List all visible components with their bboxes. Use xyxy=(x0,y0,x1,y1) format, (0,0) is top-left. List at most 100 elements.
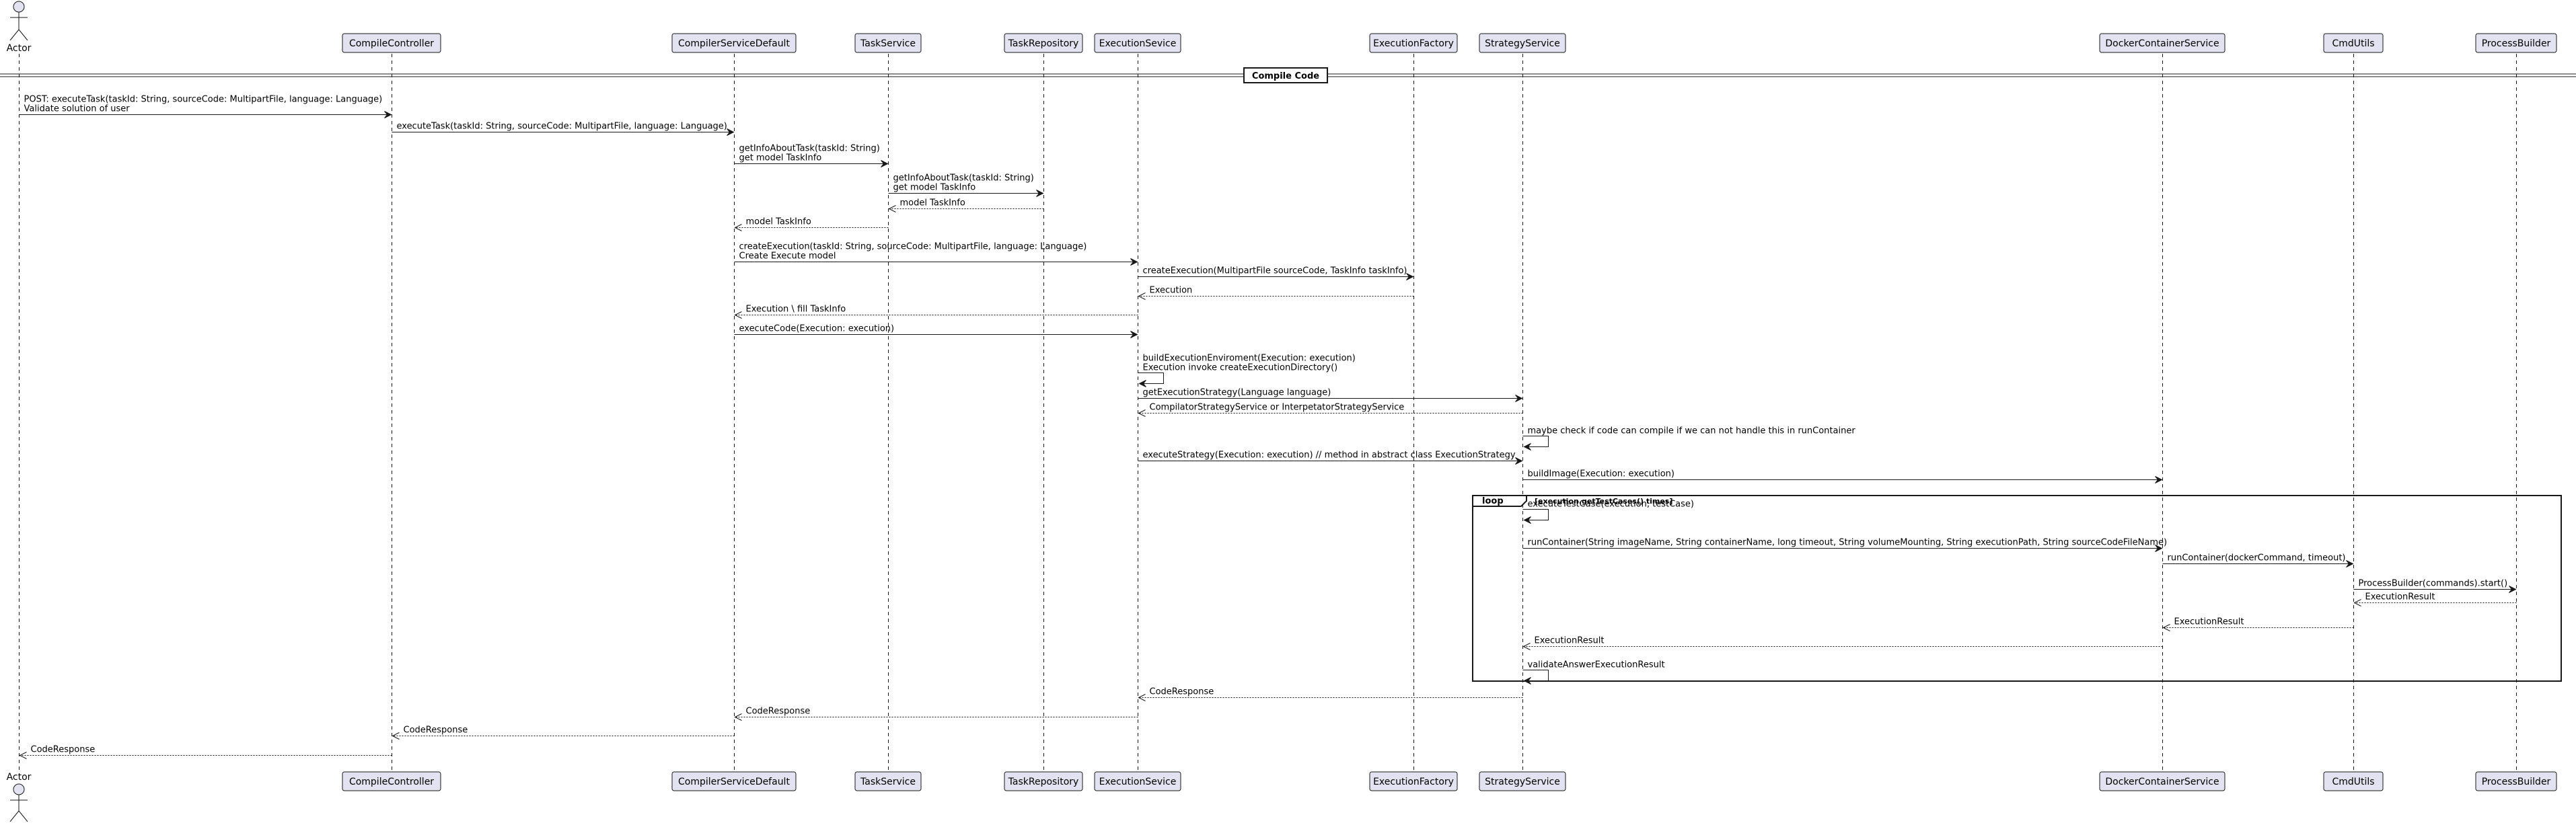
participant-box-pb-top xyxy=(2475,33,2557,53)
message-label-0-0: POST: executeTask(taskId: String, source… xyxy=(24,95,383,105)
message-label-11-0: buildExecutionEnviroment(Execution: exec… xyxy=(1143,354,1356,364)
message-label-15-0: executeStrategy(Execution: execution) //… xyxy=(1143,450,1516,461)
message-8: Execution xyxy=(1138,286,1414,297)
message-1: executeTask(taskId: String, sourceCode: … xyxy=(392,122,734,132)
message-arrowhead-27 xyxy=(392,732,400,740)
actor-leg-left-top xyxy=(9,29,20,41)
message-line-24 xyxy=(1522,670,1549,681)
message-line-17 xyxy=(1522,509,1549,520)
message-label-18-0: runContainer(String imageName, String co… xyxy=(1528,538,2168,548)
message-label-3-1: get model TaskInfo xyxy=(893,183,976,193)
message-label-1-0: executeTask(taskId: String, sourceCode: … xyxy=(397,122,727,132)
message-label-21-0: ExecutionResult xyxy=(2365,592,2435,602)
actor-figure-bottom xyxy=(9,783,28,822)
message-label-8-0: Execution xyxy=(1150,286,1193,296)
message-27: CodeResponse xyxy=(392,725,735,736)
divider-box xyxy=(1243,67,1328,83)
message-arrowhead-21 xyxy=(2353,599,2361,606)
message-label-26-0: CodeResponse xyxy=(746,707,811,717)
message-28: CodeResponse xyxy=(20,745,392,756)
message-label-28-0: CodeResponse xyxy=(31,745,96,755)
participant-box-pb-bottom xyxy=(2475,771,2557,791)
loop-keyword: loop xyxy=(1482,496,1504,506)
participant-box-csd-top xyxy=(671,33,797,53)
message-7: createExecution(MultipartFile sourceCode… xyxy=(1138,266,1413,277)
actor-figure-top xyxy=(9,1,28,41)
participant-box-csd-bottom xyxy=(671,771,797,791)
message-label-20-0: ProcessBuilder(commands).start() xyxy=(2359,579,2508,589)
message-label-0-1: Validate solution of user xyxy=(24,104,131,114)
message-11: buildExecutionEnviroment(Execution: exec… xyxy=(1138,354,1356,384)
message-label-2-0: getInfoAboutTask(taskId: String) xyxy=(739,144,880,154)
message-20: ProcessBuilder(commands).start() xyxy=(2353,579,2516,590)
participant-label-tr-bottom: TaskRepository xyxy=(1008,777,1079,787)
participant-label-cc-bottom: CompileController xyxy=(349,777,434,787)
message-arrowhead-10 xyxy=(1130,331,1138,338)
message-26: CodeResponse xyxy=(735,707,1138,717)
participant-label-ss-top: StrategyService xyxy=(1485,38,1560,49)
message-label-7-0: createExecution(MultipartFile sourceCode… xyxy=(1143,266,1407,276)
actor-head-top xyxy=(13,1,25,13)
message-arrowhead-22 xyxy=(2162,624,2170,631)
actor-leg-right-bottom xyxy=(18,810,28,822)
message-arrowhead-19 xyxy=(2346,560,2354,567)
message-10: executeCode(Execution: execution) xyxy=(734,324,1138,335)
message-arrowhead-5 xyxy=(734,224,742,231)
section-divider: Compile Code xyxy=(0,67,2576,83)
message-25: CodeResponse xyxy=(1138,687,1523,698)
message-label-24-0: validateAnswerExecutionResult xyxy=(1528,660,1665,670)
message-0: POST: executeTask(taskId: String, source… xyxy=(19,95,392,115)
message-label-3-0: getInfoAboutTask(taskId: String) xyxy=(893,173,1034,184)
message-label-11-1: Execution invoke createExecutionDirector… xyxy=(1143,363,1338,373)
participant-label-es-bottom: ExecutionSevice xyxy=(1099,777,1177,787)
message-arrowhead-18 xyxy=(2155,545,2163,552)
participant-label-es-top: ExecutionSevice xyxy=(1099,38,1177,49)
participant-label-ts-top: TaskService xyxy=(860,38,916,49)
message-arrowhead-6 xyxy=(1130,258,1138,266)
participant-label-ef-top: ExecutionFactory xyxy=(1373,38,1454,49)
message-label-13-0: CompilatorStrategyService or Interpetato… xyxy=(1150,403,1405,413)
message-label-12-0: getExecutionStrategy(Language language) xyxy=(1143,388,1331,398)
message-label-22-0: ExecutionResult xyxy=(2174,617,2244,627)
message-arrowhead-11 xyxy=(1138,380,1146,387)
participant-label-pb-top: ProcessBuilder xyxy=(2482,38,2551,49)
participant-label-cu-bottom: CmdUtils xyxy=(2332,777,2374,787)
message-4: model TaskInfo xyxy=(889,198,1044,209)
participant-label-csd-top: CompilerServiceDefault xyxy=(678,38,790,49)
participant-box-cc-top xyxy=(342,33,441,53)
participant-label-tr-top: TaskRepository xyxy=(1008,38,1079,49)
message-arrowhead-23 xyxy=(1522,643,1531,650)
message-label-9-0: Execution \ fill TaskInfo xyxy=(746,305,846,315)
message-23: ExecutionResult xyxy=(1523,636,2163,647)
message-arrowhead-14 xyxy=(1523,443,1531,450)
participant-label-dcs-bottom: DockerContainerService xyxy=(2105,777,2219,787)
participant-label-ss-bottom: StrategyService xyxy=(1485,777,1560,787)
message-label-23-0: ExecutionResult xyxy=(1535,636,1605,646)
message-arrowhead-15 xyxy=(1515,457,1523,465)
participant-label-actor-top: Actor xyxy=(7,43,32,54)
participant-label-cu-top: CmdUtils xyxy=(2332,38,2374,49)
participant-label-actor-bottom: Actor xyxy=(7,772,32,783)
message-6: createExecution(taskId: String, sourceCo… xyxy=(734,242,1138,262)
participant-label-dcs-top: DockerContainerService xyxy=(2105,38,2219,49)
participant-box-dcs-bottom xyxy=(2099,771,2225,791)
message-12: getExecutionStrategy(Language language) xyxy=(1138,388,1522,399)
participant-box-ss-top xyxy=(1479,33,1566,53)
message-arrowhead-3 xyxy=(1036,190,1044,197)
message-label-6-0: createExecution(taskId: String, sourceCo… xyxy=(739,242,1087,252)
participant-box-es-bottom xyxy=(1094,771,1181,791)
participant-box-cu-top xyxy=(2323,33,2384,53)
message-arrowhead-1 xyxy=(727,128,735,136)
participant-box-cc-bottom xyxy=(342,771,441,791)
participant-box-es-top xyxy=(1094,33,1181,53)
message-label-16-0: buildImage(Execution: execution) xyxy=(1528,469,1675,479)
participant-label-ts-bottom: TaskService xyxy=(860,777,916,787)
message-arrowhead-12 xyxy=(1515,395,1523,402)
message-label-25-0: CodeResponse xyxy=(1150,687,1214,697)
message-arrowhead-17 xyxy=(1523,516,1531,524)
message-label-10-0: executeCode(Execution: execution) xyxy=(739,324,895,334)
message-arrowhead-20 xyxy=(2509,586,2517,593)
message-arrowhead-0 xyxy=(384,111,392,118)
participant-box-cu-bottom xyxy=(2323,771,2384,791)
message-label-27-0: CodeResponse xyxy=(404,725,468,736)
